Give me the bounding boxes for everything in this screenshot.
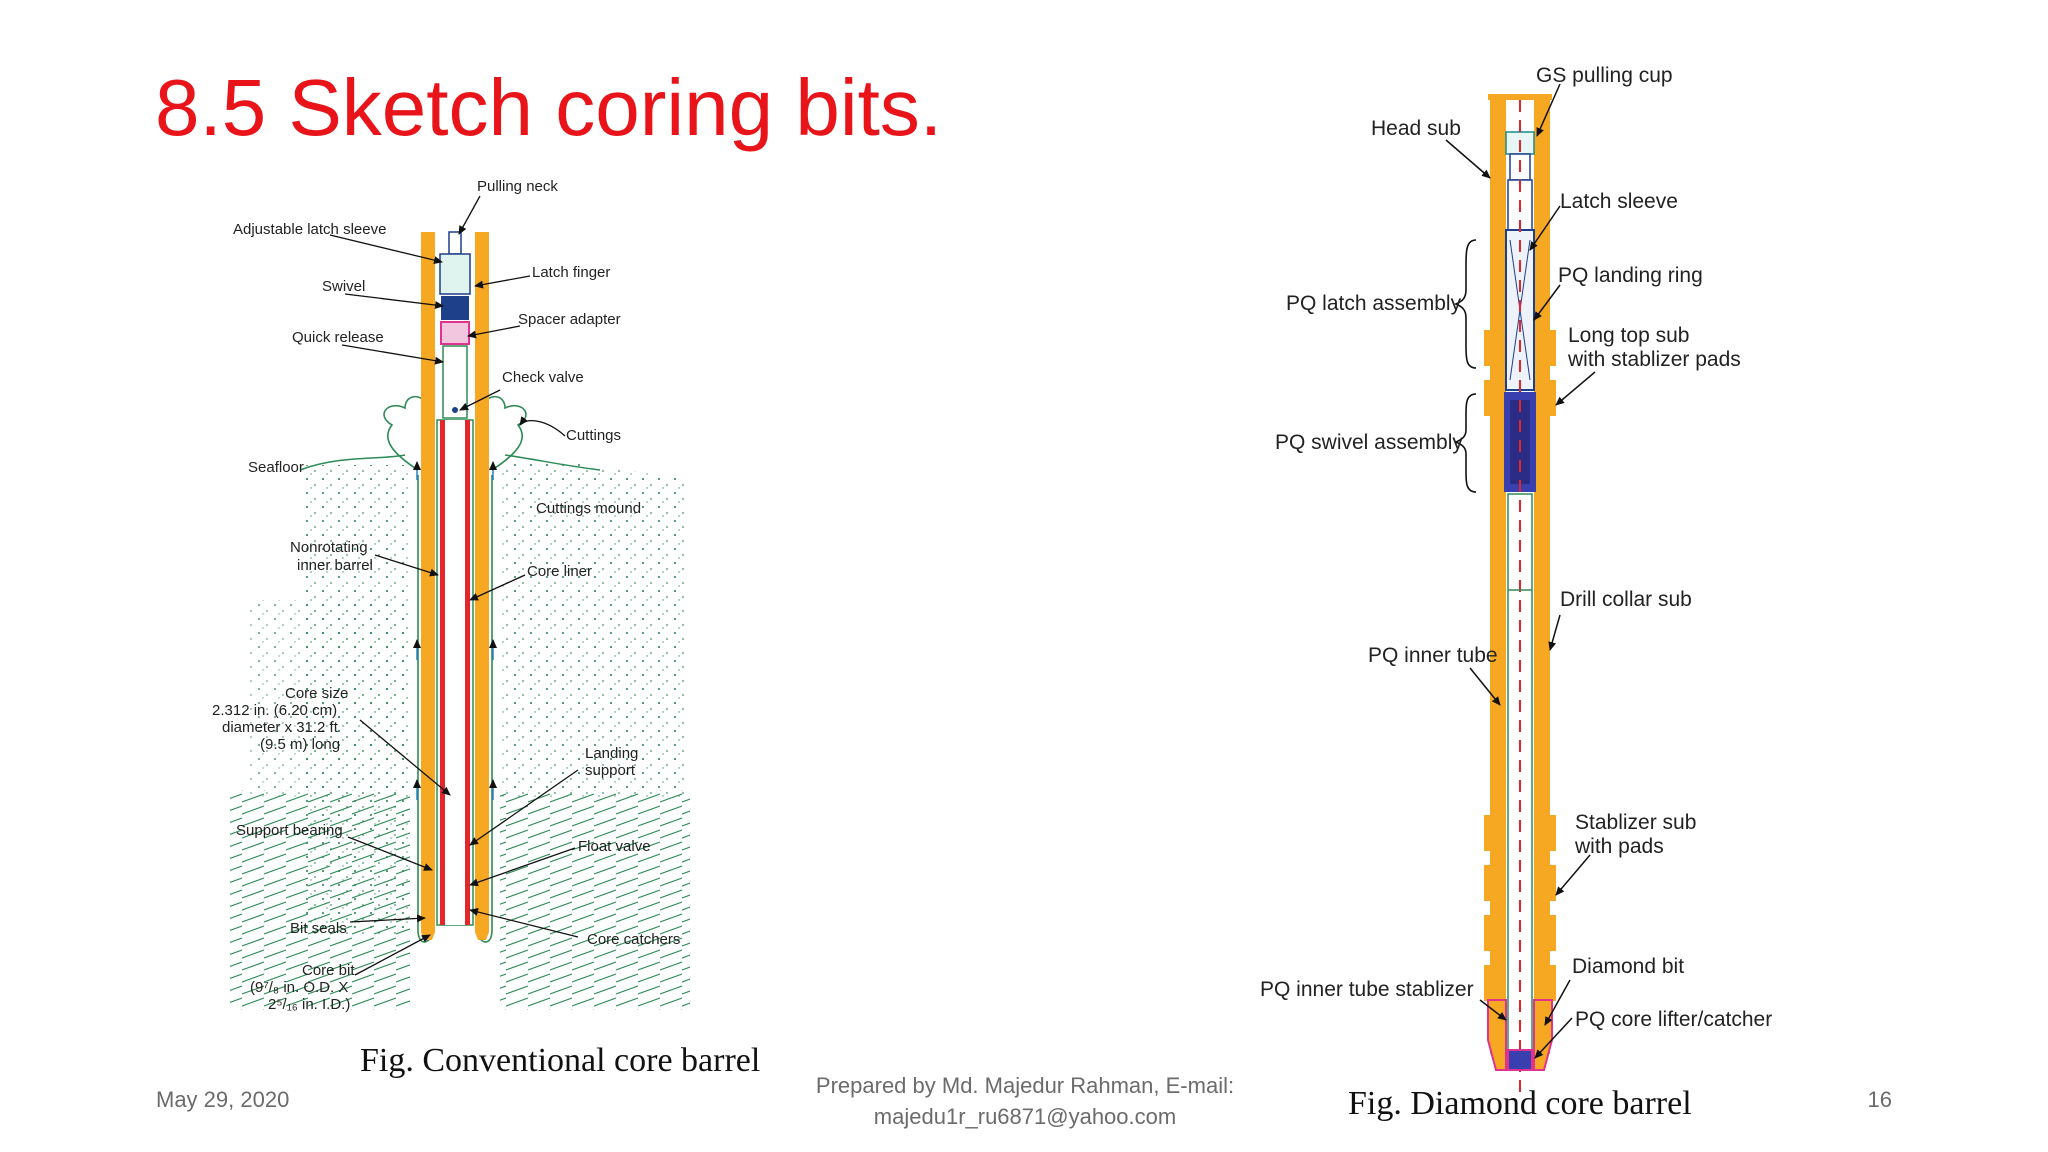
footer-credit-line-2: majedu1r_ru6871@yahoo.com xyxy=(873,1104,1177,1129)
label-core-size-2: 2.312 in. (6.20 cm) xyxy=(212,702,337,719)
label-pq-latch-assembly: PQ latch assembly xyxy=(1286,292,1462,315)
label-pq-core-lifter: PQ core lifter/catcher xyxy=(1575,1008,1772,1031)
label-latch-finger: Latch finger xyxy=(532,264,610,281)
brace-swivel xyxy=(1454,393,1477,493)
label-seafloor: Seafloor xyxy=(248,459,304,476)
label-float-valve: Float valve xyxy=(578,838,651,855)
label-bit-seals: Bit seals xyxy=(290,920,347,937)
formation-layers xyxy=(230,395,690,1010)
diamond-bit-right xyxy=(1533,999,1553,1071)
label-cuttings-mound: Cuttings mound xyxy=(536,500,641,517)
footer-credit: Prepared by Md. Majedur Rahman, E-mail: … xyxy=(770,1070,1280,1132)
outer-barrel-right-wall xyxy=(475,232,489,932)
label-core-liner: Core liner xyxy=(527,563,592,580)
label-long-top-sub-2: with stablizer pads xyxy=(1567,348,1741,371)
label-core-catchers: Core catchers xyxy=(587,931,680,948)
diamond-core-barrel-diagram: GS pulling cup Head sub Latch sleeve PQ … xyxy=(1260,64,1772,1092)
footer-date: May 29, 2020 xyxy=(156,1087,290,1112)
outer-barrel-right xyxy=(1534,94,1550,1054)
label-support-bearing: Support bearing xyxy=(236,822,343,839)
core-liner-right xyxy=(465,420,470,925)
label-landing-1: Landing xyxy=(585,745,638,762)
conventional-core-barrel-diagram: Pulling neck Adjustable latch sleeve Lat… xyxy=(212,178,690,1013)
label-landing-2: support xyxy=(585,762,636,779)
slide-title: 8.5 Sketch coring bits. xyxy=(155,63,943,152)
caption-diamond-core-barrel: Fig. Diamond core barrel xyxy=(1348,1085,1692,1122)
outer-barrel-left xyxy=(1490,94,1506,1054)
label-latch-sleeve: Latch sleeve xyxy=(1560,190,1678,213)
label-stablizer-sub-2: with pads xyxy=(1574,835,1664,858)
label-adjustable-latch-sleeve: Adjustable latch sleeve xyxy=(233,221,386,238)
label-pq-swivel-assembly: PQ swivel assembly xyxy=(1275,431,1463,454)
label-core-bit-3: 2⁵/₁₆ in. I.D.) xyxy=(268,996,350,1013)
label-swivel: Swivel xyxy=(322,278,365,295)
latch-assembly-part xyxy=(439,253,471,295)
label-check-valve: Check valve xyxy=(502,369,584,386)
label-quick-release: Quick release xyxy=(292,329,384,346)
label-core-bit-2: (9⁷/₈ in. O.D. X xyxy=(250,979,348,996)
label-core-bit-1: Core bit xyxy=(302,962,355,979)
label-stablizer-sub-1: Stablizer sub xyxy=(1575,811,1696,834)
diamond-bit-left xyxy=(1487,999,1507,1071)
label-nonrotating-1: Nonrotating xyxy=(290,539,368,556)
label-head-sub: Head sub xyxy=(1371,117,1461,140)
label-core-size-3: diameter x 31.2 ft xyxy=(222,719,339,736)
label-core-size-1: Core size xyxy=(285,685,348,702)
swivel-part xyxy=(441,296,469,320)
core-liner-left xyxy=(440,420,445,925)
label-diamond-bit: Diamond bit xyxy=(1572,955,1684,978)
footer-credit-line-1: Prepared by Md. Majedur Rahman, E-mail: xyxy=(815,1073,1235,1098)
spacer-adapter-part xyxy=(440,321,470,345)
label-spacer-adapter: Spacer adapter xyxy=(518,311,621,328)
core-lifter-part xyxy=(1507,1049,1533,1071)
label-long-top-sub-1: Long top sub xyxy=(1568,324,1689,347)
page-number: 16 xyxy=(1867,1087,1892,1112)
label-core-size-4: (9.5 m) long xyxy=(260,736,340,753)
label-pq-landing-ring: PQ landing ring xyxy=(1558,264,1703,287)
caption-conventional-core-barrel: Fig. Conventional core barrel xyxy=(360,1042,761,1079)
pulling-neck-part xyxy=(448,231,462,255)
label-pq-inner-tube-stablizer: PQ inner tube stablizer xyxy=(1260,978,1474,1001)
brace-latch xyxy=(1454,239,1477,369)
label-pulling-neck: Pulling neck xyxy=(477,178,558,195)
label-nonrotating-2: inner barrel xyxy=(297,557,373,574)
label-drill-collar-sub: Drill collar sub xyxy=(1560,588,1692,611)
label-pq-inner-tube: PQ inner tube xyxy=(1368,644,1498,667)
outer-barrel-left-wall xyxy=(421,232,435,932)
label-cuttings: Cuttings xyxy=(566,427,621,444)
label-gs-pulling-cup: GS pulling cup xyxy=(1536,64,1673,87)
